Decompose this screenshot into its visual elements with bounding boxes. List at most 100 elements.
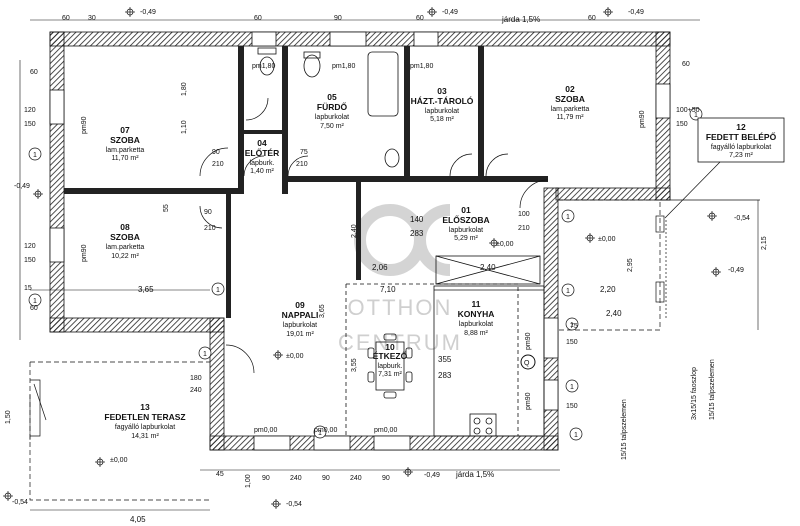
level-marker — [273, 350, 283, 360]
jarda-bottom: járda 1,5% — [455, 470, 494, 479]
entrance-label-box: 12 FEDETT BELÉPŐ fagyálló lapburkolat 7,… — [664, 117, 785, 219]
svg-text:120: 120 — [24, 243, 36, 250]
annotations: járda 1,5% járda 1,5% -0,49 -0,49 -0,49 … — [5, 9, 768, 524]
q-marker: Q — [520, 354, 536, 370]
room-03: 03 HÁZT.-TÁROLÓ lapburkolat 5,18 m² — [411, 86, 474, 123]
svg-text:lam.parketta: lam.parketta — [106, 244, 145, 251]
watermark: OTTHON CENTRUM — [338, 204, 460, 355]
svg-text:1,10: 1,10 — [181, 120, 188, 134]
level-marker — [427, 7, 437, 17]
svg-text:fagyálló lapburkolat: fagyálló lapburkolat — [115, 424, 175, 431]
svg-text:5,29 m²: 5,29 m² — [454, 235, 478, 242]
svg-text:HÁZT.-TÁROLÓ: HÁZT.-TÁROLÓ — [411, 95, 474, 106]
entrance-porch — [558, 199, 760, 331]
svg-text:3,65: 3,65 — [138, 285, 154, 294]
svg-text:2,15: 2,15 — [761, 236, 768, 250]
svg-text:2,20: 2,20 — [600, 285, 616, 294]
svg-text:150: 150 — [566, 339, 578, 346]
level-markers — [3, 7, 721, 509]
level-marker — [33, 189, 43, 199]
level-marker — [3, 491, 13, 501]
level-marker — [707, 211, 717, 221]
svg-text:355: 355 — [438, 355, 452, 364]
svg-text:lapburk.: lapburk. — [250, 160, 275, 167]
svg-text:lapburkolat: lapburkolat — [449, 227, 483, 234]
svg-text:pm0,00: pm0,00 — [254, 427, 277, 434]
svg-text:14,31 m²: 14,31 m² — [131, 433, 159, 440]
svg-text:pm90: pm90 — [525, 392, 532, 410]
svg-text:3,55: 3,55 — [351, 358, 358, 372]
svg-text:pm0,00: pm0,00 — [374, 427, 397, 434]
svg-text:45: 45 — [216, 471, 224, 478]
svg-text:pm90: pm90 — [81, 244, 88, 262]
svg-text:-0,49: -0,49 — [140, 9, 156, 16]
level-marker — [125, 7, 135, 17]
svg-text:1: 1 — [33, 298, 37, 305]
svg-text:7,50 m²: 7,50 m² — [320, 123, 344, 130]
svg-text:210: 210 — [212, 161, 224, 168]
svg-text:10,22 m²: 10,22 m² — [111, 253, 139, 260]
svg-text:1,50: 1,50 — [5, 410, 12, 424]
svg-text:240: 240 — [350, 475, 362, 482]
level-marker — [603, 7, 613, 17]
svg-text:±0,00: ±0,00 — [496, 241, 514, 248]
svg-text:1: 1 — [566, 288, 570, 295]
svg-text:pm90: pm90 — [639, 110, 646, 128]
svg-text:-0,49: -0,49 — [628, 9, 644, 16]
room-07: 07 SZOBA lam.parketta 11,70 m² — [106, 125, 145, 162]
svg-text:±0,00: ±0,00 — [286, 353, 304, 360]
room-10: 10 ÉTKEZŐ lapburk. 7,31 m² — [373, 342, 408, 378]
svg-text:100: 100 — [518, 211, 530, 218]
room-05: 05 FÜRDŐ lapburkolat 7,50 m² — [315, 92, 349, 130]
svg-text:15/15 talpszelemen: 15/15 talpszelemen — [709, 359, 716, 420]
svg-text:-0,49: -0,49 — [442, 9, 458, 16]
svg-text:1: 1 — [566, 214, 570, 221]
svg-text:7,10: 7,10 — [380, 285, 396, 294]
svg-text:1: 1 — [570, 384, 574, 391]
svg-text:04: 04 — [257, 138, 267, 148]
svg-text:283: 283 — [410, 229, 424, 238]
svg-text:150: 150 — [24, 257, 36, 264]
svg-text:283: 283 — [438, 371, 452, 380]
svg-text:±0,00: ±0,00 — [110, 457, 128, 464]
svg-text:ÉTKEZŐ: ÉTKEZŐ — [373, 350, 408, 361]
svg-text:07: 07 — [120, 125, 130, 135]
svg-text:-0,54: -0,54 — [734, 215, 750, 222]
svg-text:8,88 m²: 8,88 m² — [464, 330, 488, 337]
svg-text:60: 60 — [254, 15, 262, 22]
svg-text:11,70 m²: 11,70 m² — [111, 155, 139, 162]
svg-text:fagyálló lapburkolat: fagyálló lapburkolat — [711, 144, 771, 151]
svg-text:60: 60 — [588, 15, 596, 22]
svg-text:08: 08 — [120, 222, 130, 232]
svg-text:1: 1 — [203, 351, 207, 358]
room-labels: 07 SZOBA lam.parketta 11,70 m² 04 ELŐTÉR… — [104, 84, 589, 440]
terrace-outline — [29, 361, 210, 501]
svg-text:4,05: 4,05 — [130, 515, 146, 524]
jarda-top: járda 1,5% — [501, 15, 540, 24]
svg-text:150: 150 — [24, 121, 36, 128]
level-marker — [489, 238, 499, 248]
interior-walls — [64, 46, 548, 318]
svg-text:1: 1 — [694, 112, 698, 119]
svg-text:3,65: 3,65 — [319, 304, 326, 318]
svg-text:240: 240 — [290, 475, 302, 482]
svg-text:-0,49: -0,49 — [14, 183, 30, 190]
svg-text:75: 75 — [300, 149, 308, 156]
svg-text:-0,49: -0,49 — [424, 472, 440, 479]
section-circles — [28, 107, 703, 441]
svg-text:lapburkolat: lapburkolat — [315, 114, 349, 121]
level-marker — [271, 499, 281, 509]
svg-text:±0,00: ±0,00 — [598, 236, 616, 243]
svg-text:11: 11 — [472, 299, 481, 309]
svg-text:SZOBA: SZOBA — [110, 232, 140, 242]
svg-text:2,95: 2,95 — [627, 258, 634, 272]
svg-text:3x15/15 faoszlop: 3x15/15 faoszlop — [691, 367, 698, 420]
svg-text:KONYHA: KONYHA — [458, 309, 495, 319]
dimension-lines — [19, 19, 759, 511]
room-02: 02 SZOBA lam.parketta 11,79 m² — [551, 84, 590, 121]
svg-text:2,40: 2,40 — [351, 224, 358, 238]
svg-text:210: 210 — [204, 225, 216, 232]
svg-text:1: 1 — [574, 432, 578, 439]
svg-text:210: 210 — [296, 161, 308, 168]
svg-text:90: 90 — [262, 475, 270, 482]
